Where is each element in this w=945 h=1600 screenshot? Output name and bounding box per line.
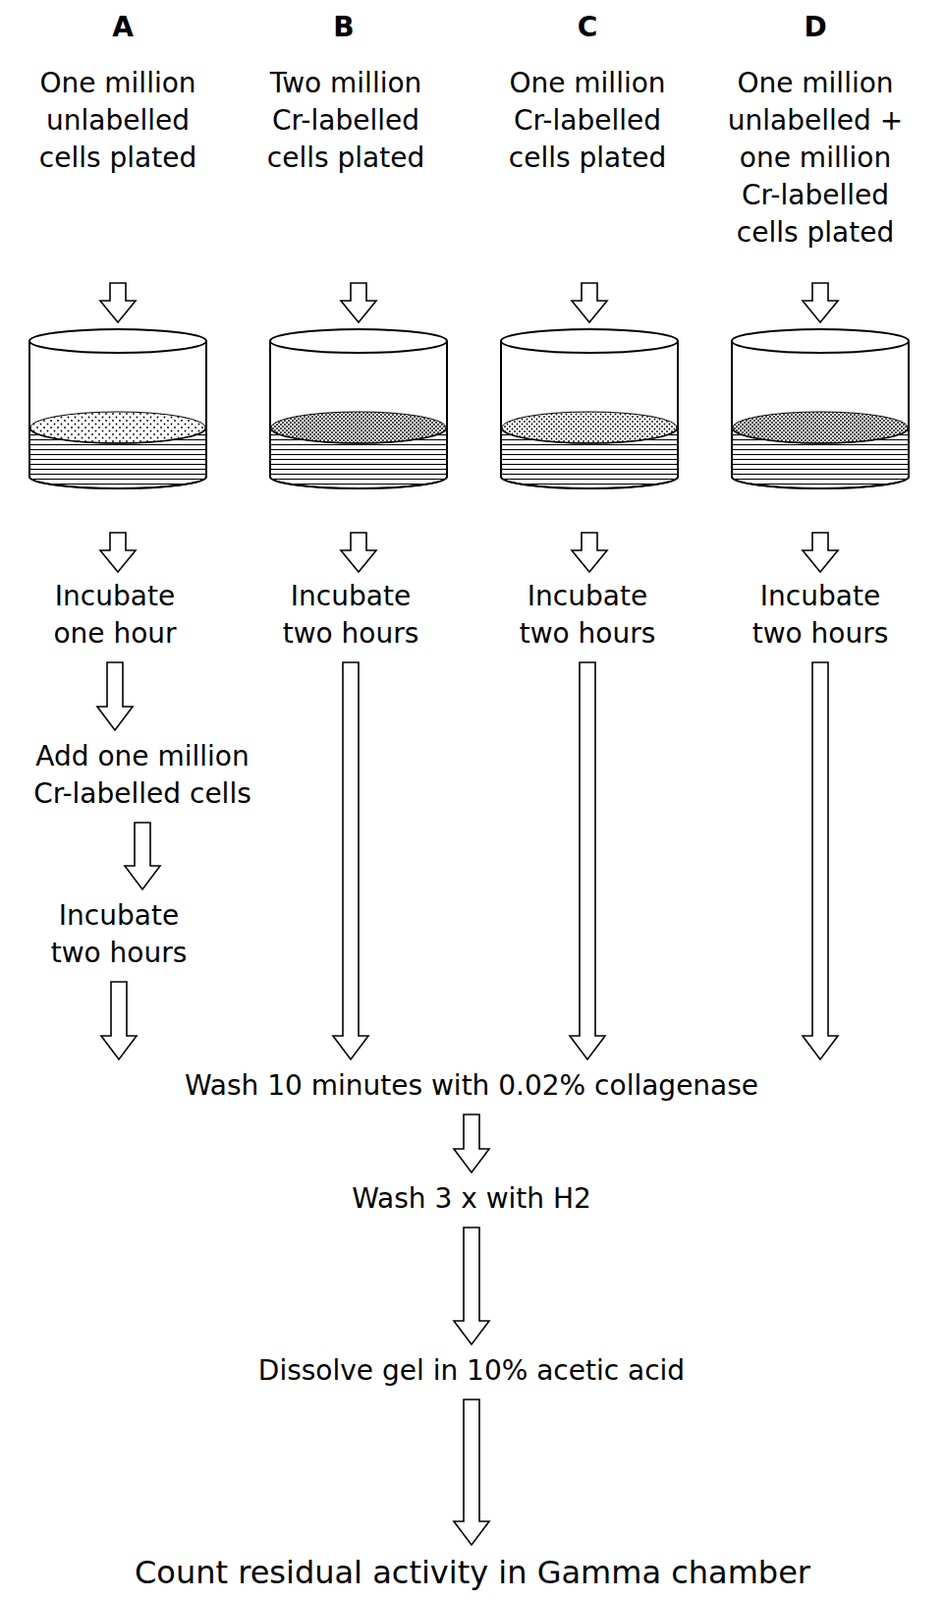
step-arrow bbox=[340, 282, 377, 323]
step-arrow bbox=[100, 532, 136, 572]
step-text: One million Cr-labelled cells plated bbox=[489, 64, 686, 177]
dish-outline bbox=[731, 329, 909, 489]
dish-outline bbox=[500, 329, 678, 489]
step-text: Incubate two hours bbox=[277, 577, 425, 653]
dish-outline bbox=[29, 329, 207, 489]
gel-surface bbox=[30, 411, 206, 444]
step-arrow bbox=[802, 532, 838, 572]
step-text: Incubate two hours bbox=[513, 577, 662, 653]
step-text-box: One million unlabelled cells plated bbox=[19, 64, 217, 177]
step-text-box: Wash 10 minutes with 0.02% collagenase bbox=[29, 1066, 914, 1105]
step-text-box: One million Cr-labelled cells plated bbox=[489, 64, 686, 177]
step-text-box: Wash 3 x with H2 bbox=[29, 1179, 914, 1218]
step-arrow bbox=[802, 282, 838, 323]
flow-arrow bbox=[453, 1113, 490, 1172]
flow-arrow bbox=[101, 981, 137, 1059]
culture-dish bbox=[500, 329, 678, 489]
column-letter: D bbox=[785, 9, 845, 46]
column-letter: C bbox=[557, 9, 617, 46]
flow-arrow bbox=[453, 1398, 490, 1545]
column-letter: A bbox=[93, 9, 153, 46]
step-text: Two million Cr-labelled cells plated bbox=[247, 64, 445, 177]
step-arrow bbox=[340, 532, 377, 572]
flow-arrow bbox=[453, 1226, 490, 1344]
flow-arrow bbox=[97, 662, 133, 730]
step-text-box: Incubate two hours bbox=[45, 896, 193, 972]
flow-arrow bbox=[569, 662, 606, 1059]
step-text-box: One million unlabelled + one million Cr-… bbox=[717, 64, 914, 252]
step-text-box: Incubate two hours bbox=[513, 577, 662, 653]
flow-arrow bbox=[124, 822, 161, 890]
step-text: One million unlabelled + one million Cr-… bbox=[717, 64, 914, 252]
step-text: Add one million Cr-labelled cells bbox=[13, 737, 272, 813]
step-text-box: Add one million Cr-labelled cells bbox=[13, 737, 272, 813]
culture-dish bbox=[270, 329, 447, 489]
step-text-box: Count residual activity in Gamma chamber bbox=[10, 1552, 935, 1592]
step-arrow bbox=[571, 282, 608, 323]
step-text: Wash 10 minutes with 0.02% collagenase bbox=[29, 1066, 914, 1105]
step-text-box: Incubate one hour bbox=[41, 577, 189, 653]
flow-arrow bbox=[333, 662, 369, 1059]
step-text: Incubate two hours bbox=[45, 896, 193, 972]
step-text: Incubate one hour bbox=[41, 577, 189, 653]
step-text: One million unlabelled cells plated bbox=[19, 64, 217, 177]
step-arrow bbox=[100, 282, 136, 323]
step-text-box: Dissolve gel in 10% acetic acid bbox=[29, 1351, 914, 1390]
column-letter: B bbox=[314, 9, 374, 46]
flow-arrow bbox=[802, 662, 838, 1059]
dish-outline bbox=[270, 329, 447, 489]
step-text: Count residual activity in Gamma chamber bbox=[10, 1552, 935, 1592]
gel-surface bbox=[501, 411, 677, 444]
culture-dish bbox=[731, 329, 909, 489]
step-text: Dissolve gel in 10% acetic acid bbox=[29, 1351, 914, 1390]
step-text-box: Incubate two hours bbox=[746, 577, 894, 653]
culture-dish bbox=[29, 329, 207, 489]
step-text: Incubate two hours bbox=[746, 577, 894, 653]
step-text-box: Incubate two hours bbox=[277, 577, 425, 653]
step-text-box: Two million Cr-labelled cells plated bbox=[247, 64, 445, 177]
gel-surface bbox=[271, 411, 446, 444]
step-arrow bbox=[571, 532, 608, 572]
gel-surface bbox=[732, 411, 908, 444]
step-text: Wash 3 x with H2 bbox=[29, 1179, 914, 1218]
